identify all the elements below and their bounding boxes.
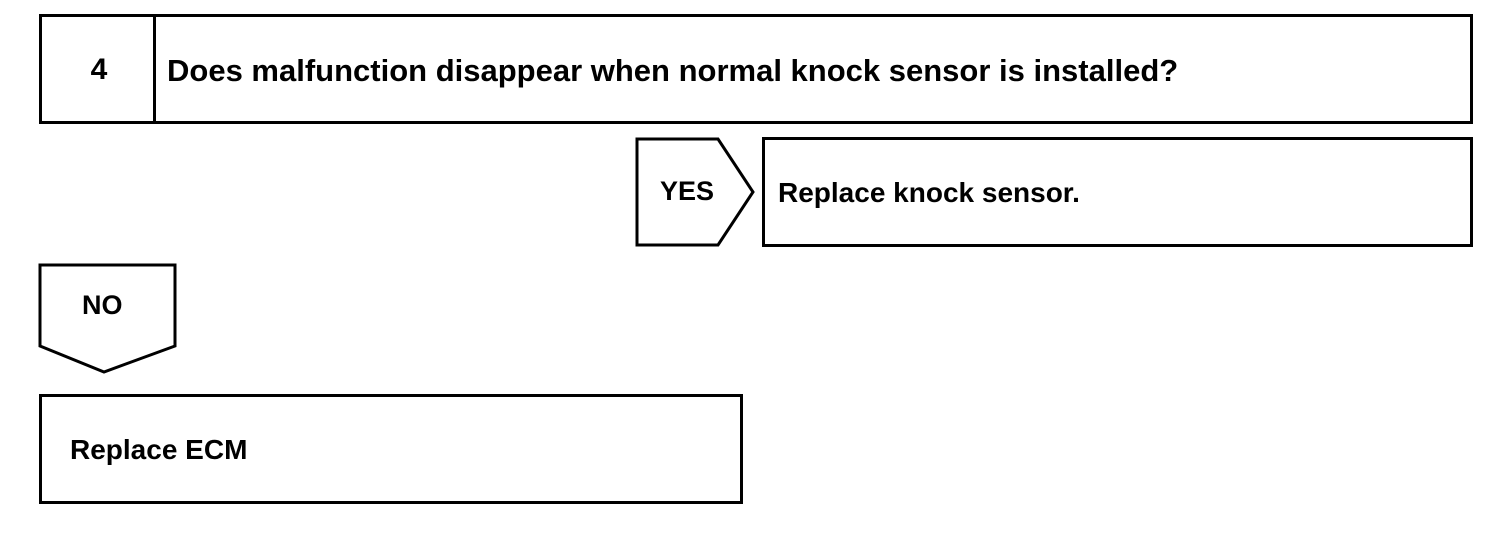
- yes-result-text: Replace knock sensor.: [778, 177, 1080, 208]
- no-result-text: Replace ECM: [70, 434, 248, 465]
- step-header-box: 4 Does malfunction disappear when normal…: [39, 14, 1473, 124]
- step-question: Does malfunction disappear when normal k…: [167, 53, 1179, 88]
- yes-label: YES: [660, 176, 715, 206]
- step-number-cell: 4: [42, 17, 156, 121]
- step-number: 4: [90, 53, 108, 86]
- no-result-box: Replace ECM: [39, 394, 743, 504]
- no-label: NO: [82, 290, 123, 320]
- yes-result-box: Replace knock sensor.: [762, 137, 1473, 247]
